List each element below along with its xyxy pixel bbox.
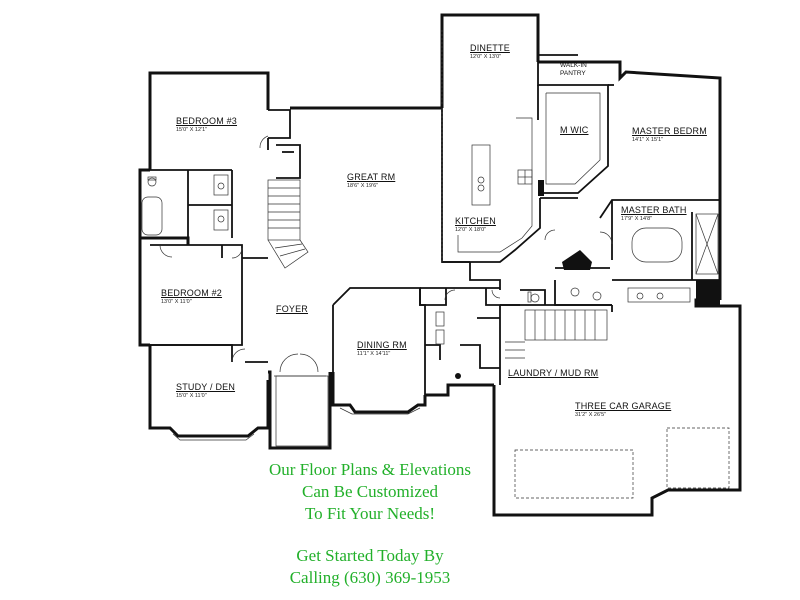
promo-line-4: Get Started Today By (296, 546, 444, 565)
promo-line-1: Our Floor Plans & Elevations (268, 460, 472, 479)
room-name-laundry: LAUNDRY / MUD RM (508, 368, 599, 378)
pantry-line1: WALK-IN (560, 62, 587, 69)
room-name-garage: THREE CAR GARAGE (575, 401, 672, 411)
room-dim-kitchen: 12'0" X 18'0" (455, 227, 487, 233)
room-dim-master-bedrm: 14'1" X 15'1" (632, 137, 664, 143)
interior-walls (150, 54, 720, 395)
room-dim-dining-rm: 11'1" X 14'11" (357, 351, 391, 357)
room-name-dinette: DINETTE (470, 43, 510, 53)
room-name-walk-in-pantry: WALK-IN PANTRY (560, 62, 587, 78)
room-dim-garage: 31'2" X 26'5" (575, 412, 607, 418)
room-name-great-rm: GREAT RM (347, 172, 396, 182)
room-dim-great-rm: 18'6" X 19'6" (347, 183, 379, 189)
promo-line-2: Can Be Customized (302, 482, 438, 501)
room-name-foyer: FOYER (276, 304, 309, 314)
pantry-line2: PANTRY (560, 70, 586, 77)
solid-fills (455, 180, 720, 379)
room-dim-master-bath: 17'9" X 14'8" (621, 216, 653, 222)
room-name-kitchen: KITCHEN (455, 216, 496, 226)
room-name-dining-rm: DINING RM (357, 340, 407, 350)
thin-details (141, 30, 730, 499)
room-name-bedroom3: BEDROOM #3 (176, 116, 238, 126)
room-name-master-bedrm: MASTER BEDRM (632, 126, 707, 136)
room-dim-bedroom3: 15'0" X 12'1" (176, 127, 208, 133)
room-dim-dinette: 12'0" X 13'0" (470, 54, 502, 60)
room-dim-bedroom2: 13'0" X 11'0" (161, 299, 192, 305)
room-name-bedroom2: BEDROOM #2 (161, 288, 223, 298)
promo-line-3: To Fit Your Needs! (304, 504, 436, 523)
room-name-master-bath: MASTER BATH (621, 205, 687, 215)
room-dim-study: 15'0" X 11'0" (176, 393, 207, 399)
room-name-study: STUDY / DEN (176, 382, 236, 392)
room-name-m-wic: M WIC (560, 125, 589, 135)
promo-phone[interactable]: Calling (630) 369-1953 (289, 568, 451, 587)
